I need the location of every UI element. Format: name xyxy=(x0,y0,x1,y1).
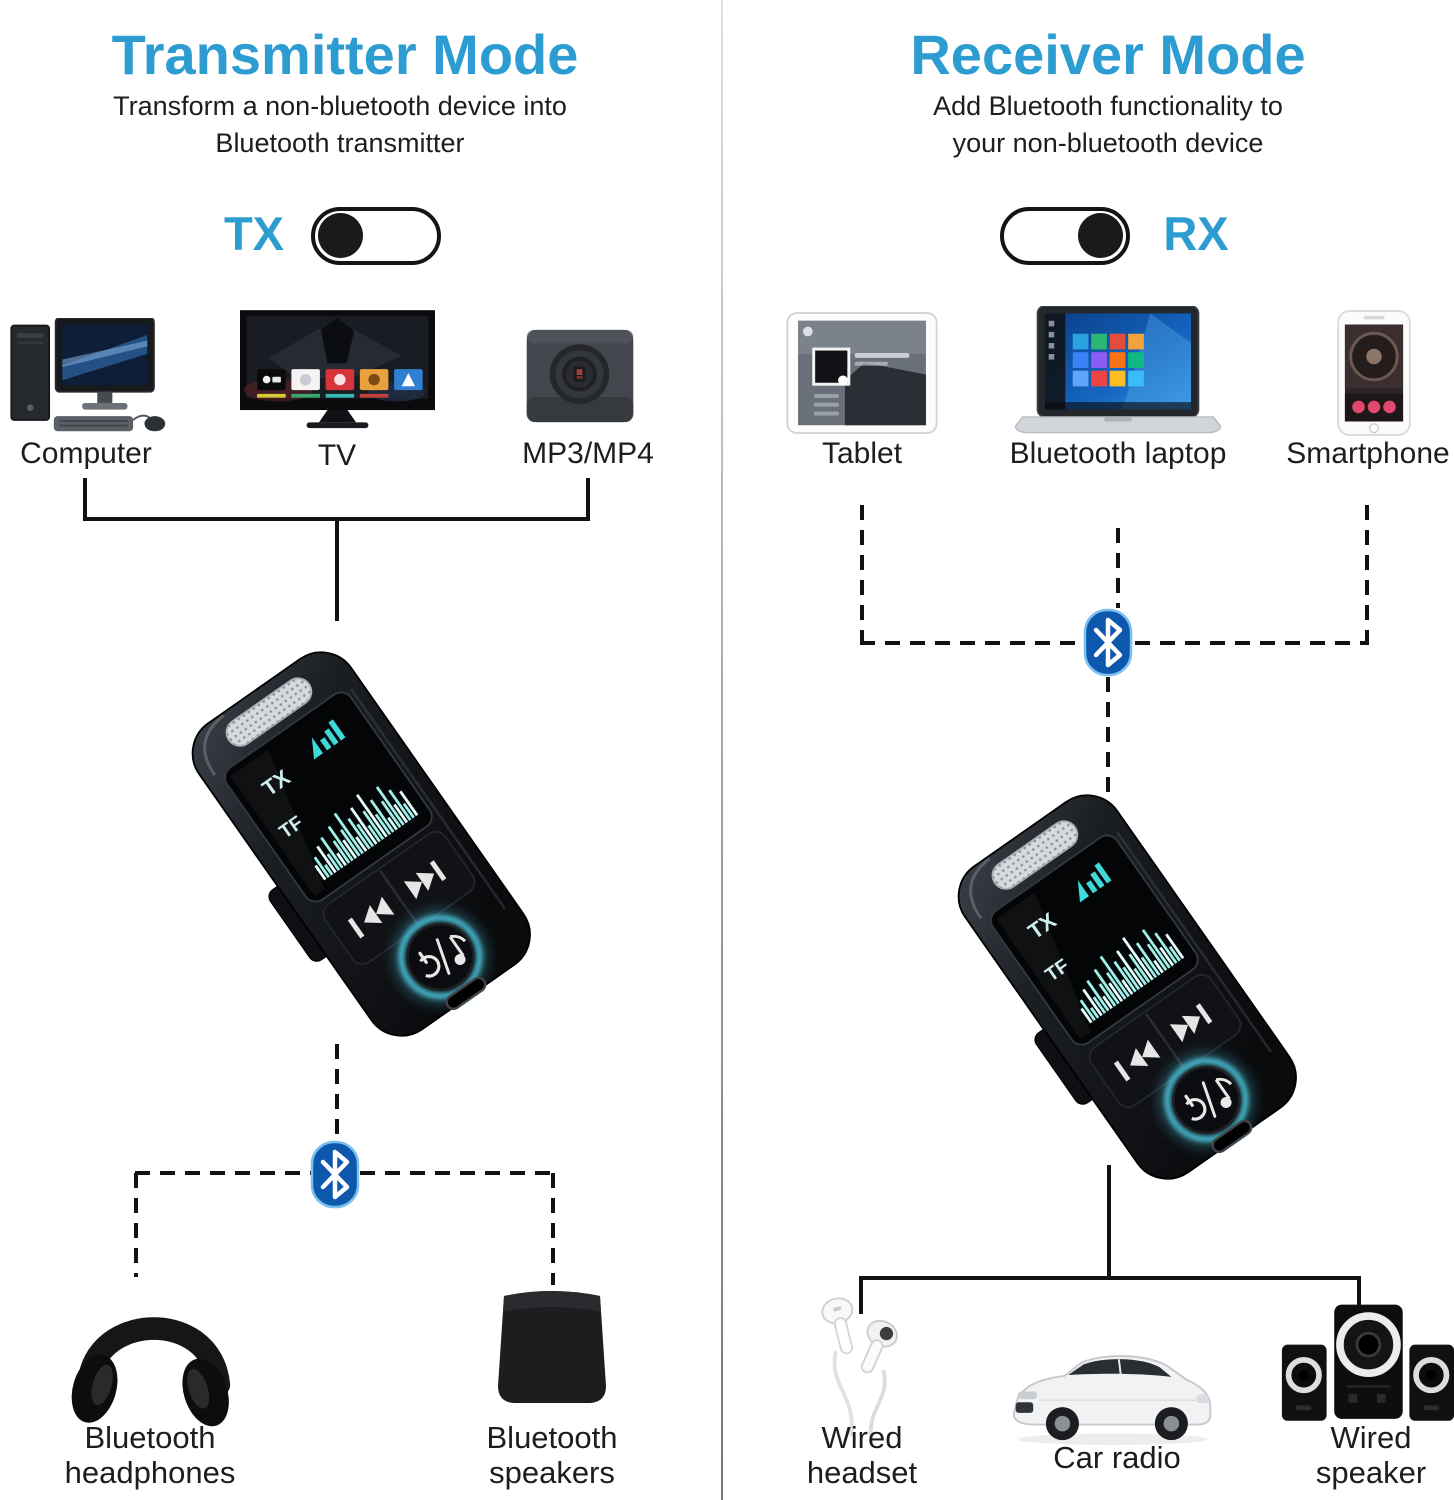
tv-label: TV xyxy=(317,439,357,472)
wired-headset-label: Wired headset xyxy=(806,1420,918,1490)
transmitter-subtitle-line2: Bluetooth transmitter xyxy=(215,128,465,158)
receiver-mode-title: Receiver Mode xyxy=(910,23,1306,86)
connector-line-dashed xyxy=(335,1044,339,1140)
receiver-subtitle-line2: your non-bluetooth device xyxy=(952,128,1264,158)
bluetooth-icon xyxy=(1082,607,1134,678)
car-radio-label: Car radio xyxy=(1053,1440,1181,1475)
receiver-subtitle-line1: Add Bluetooth functionality to xyxy=(933,91,1283,121)
transmitter-subtitle: Transform a non-bluetooth device into Bl… xyxy=(113,88,567,162)
connector-line-dashed xyxy=(134,1173,138,1277)
connector-line xyxy=(859,1276,863,1314)
connector-line xyxy=(586,478,590,520)
tv-icon xyxy=(240,310,435,434)
car-icon xyxy=(1006,1336,1220,1448)
tablet-label: Tablet xyxy=(821,437,903,470)
mp3-label: MP3/MP4 xyxy=(522,437,654,470)
wired-earbuds-icon xyxy=(800,1288,922,1440)
adapter-device xyxy=(166,638,545,1061)
wired-speakers-icon xyxy=(1280,1302,1454,1432)
smartphone-icon xyxy=(1336,310,1412,436)
connector-line xyxy=(1357,1276,1361,1314)
mp3-player-icon xyxy=(524,328,636,424)
receiver-subtitle: Add Bluetooth functionality to your non-… xyxy=(933,88,1283,162)
transmitter-subtitle-line1: Transform a non-bluetooth device into xyxy=(113,91,567,121)
smartphone-label: Smartphone xyxy=(1286,437,1450,470)
connector-line xyxy=(859,1276,1361,1280)
bluetooth-icon xyxy=(309,1139,361,1210)
tx-toggle-knob xyxy=(318,213,363,258)
computer-label: Computer xyxy=(20,437,152,470)
transmitter-mode-title: Transmitter Mode xyxy=(111,23,579,86)
connector-line xyxy=(83,478,87,520)
tablet-icon xyxy=(786,312,938,434)
rx-toggle xyxy=(1000,207,1130,265)
connector-line xyxy=(1107,1165,1111,1280)
connector-line-dashed xyxy=(1365,505,1369,642)
wired-speaker-label: Wired speaker xyxy=(1315,1420,1427,1490)
tx-label: TX xyxy=(223,207,285,260)
bluetooth-headphones-label: Bluetooth headphones xyxy=(64,1420,236,1490)
connector-line-dashed xyxy=(1116,528,1120,608)
bluetooth-headphones-icon xyxy=(62,1272,242,1432)
adapter-device xyxy=(932,781,1311,1204)
rx-label: RX xyxy=(1163,207,1229,260)
rx-toggle-knob xyxy=(1078,213,1123,258)
bluetooth-speakers-label: Bluetooth speakers xyxy=(486,1420,618,1490)
tx-toggle xyxy=(311,207,441,265)
connector-line-dashed xyxy=(860,505,864,642)
connector-line-dashed xyxy=(1106,677,1110,797)
bluetooth-laptop-label: Bluetooth laptop xyxy=(1009,437,1227,470)
laptop-icon xyxy=(1004,306,1232,440)
connector-line xyxy=(335,519,339,621)
connector-line-dashed xyxy=(551,1173,555,1285)
computer-icon xyxy=(8,318,178,436)
bluetooth-speaker-icon xyxy=(490,1286,614,1408)
column-divider xyxy=(721,0,723,1500)
